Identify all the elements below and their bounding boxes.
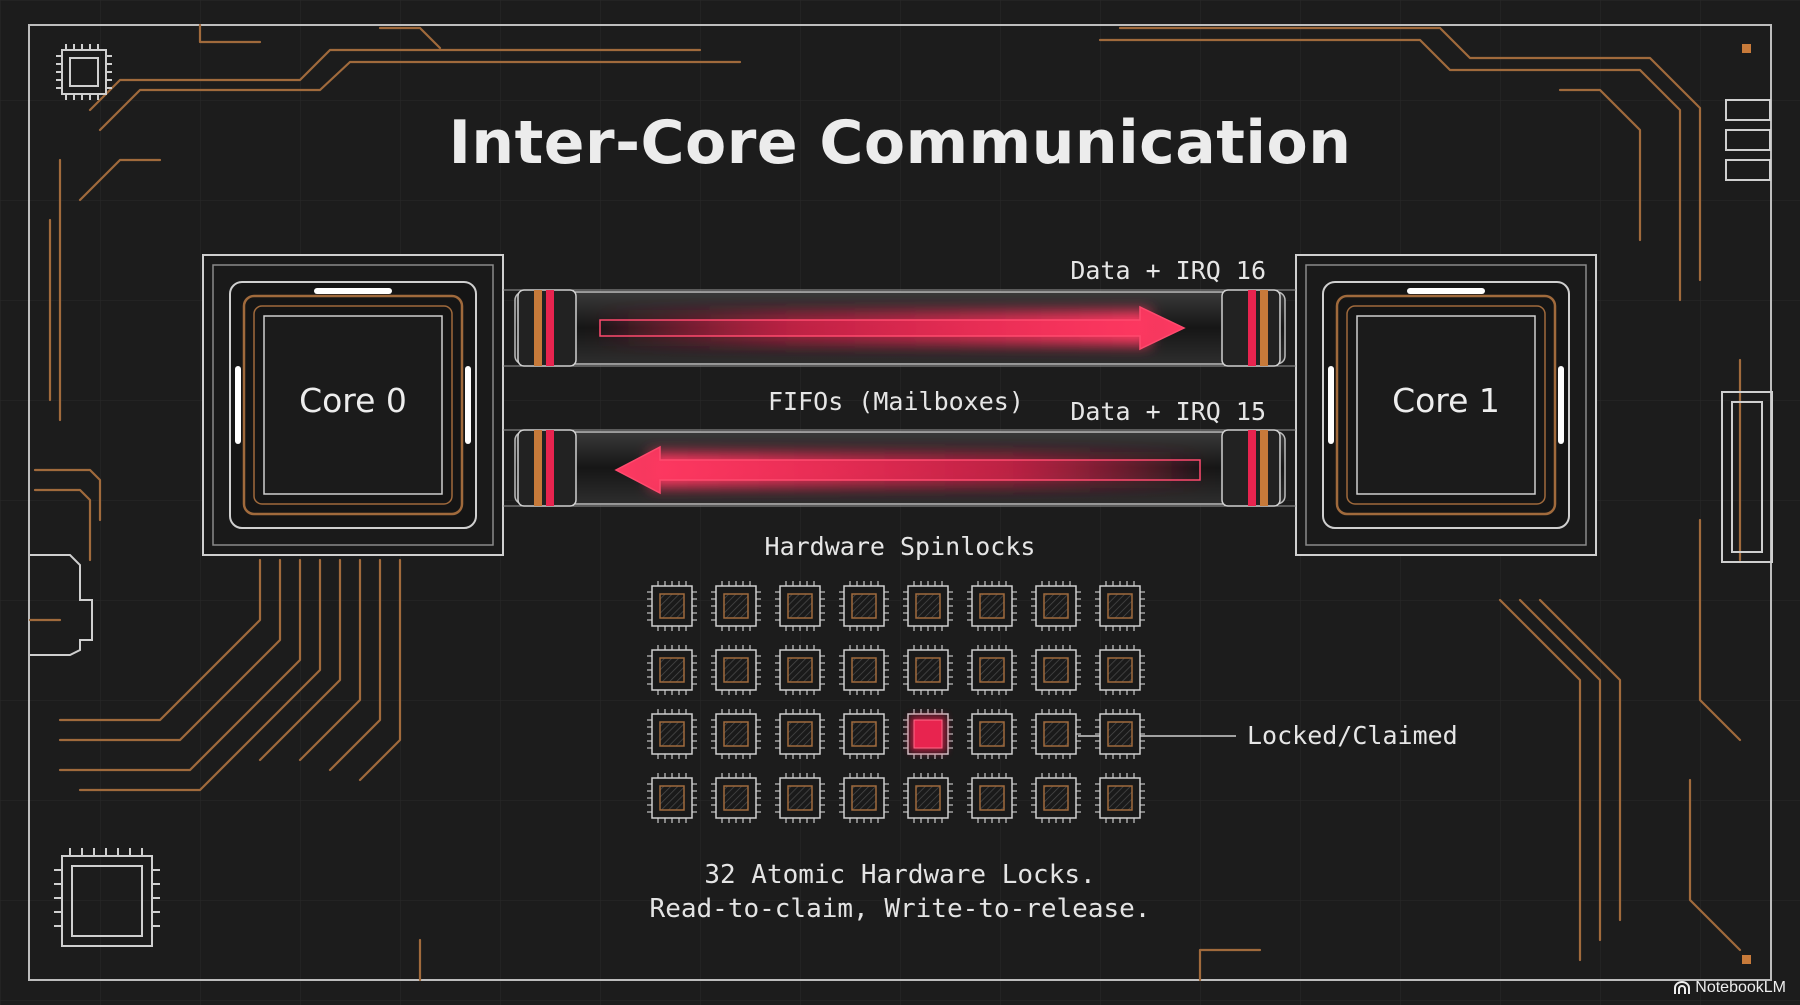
spinlocks-caption: 32 Atomic Hardware Locks. Read-to-claim,… [0, 858, 1800, 926]
bottom-channel-label: Data + IRQ 15 [1070, 397, 1266, 426]
spinlock-cell [1095, 581, 1145, 631]
spinlock-cell [1095, 709, 1145, 759]
spinlock-cell [775, 709, 825, 759]
corner-chip-bottom-left [54, 848, 160, 947]
spinlock-cell [903, 773, 953, 823]
spinlock-cell [839, 581, 889, 631]
notebooklm-logo-icon [1674, 981, 1691, 994]
caption-line-2: Read-to-claim, Write-to-release. [649, 894, 1151, 924]
spinlock-cell [839, 773, 889, 823]
spinlock-cell [775, 581, 825, 631]
locked-claimed-label: Locked/Claimed [1247, 721, 1458, 750]
spinlock-cell [647, 645, 697, 695]
core-1-module [1295, 254, 1597, 556]
spinlock-cell [775, 645, 825, 695]
brand-badge: NotebookLM [1674, 979, 1786, 997]
left-edge-connector [30, 554, 93, 656]
spinlock-cell [711, 709, 761, 759]
spinlock-cell [1031, 581, 1081, 631]
core-0-label: Core 0 [299, 381, 407, 420]
spinlock-cell [1095, 773, 1145, 823]
spinlock-cell [839, 645, 889, 695]
spinlock-cell [1031, 773, 1081, 823]
right-edge-connector [1721, 99, 1773, 563]
spinlock-cell [903, 645, 953, 695]
spinlock-cell [967, 645, 1017, 695]
core-0-module [202, 254, 504, 556]
spinlock-cell [647, 773, 697, 823]
spinlocks-heading: Hardware Spinlocks [764, 532, 1036, 561]
caption-line-1: 32 Atomic Hardware Locks. [704, 860, 1096, 890]
top-channel-label: Data + IRQ 16 [1070, 256, 1266, 285]
spinlock-cell [711, 773, 761, 823]
spinlock-cell [967, 709, 1017, 759]
spinlock-cell [711, 581, 761, 631]
spinlock-cell [711, 645, 761, 695]
arrow-core1-to-core0 [614, 445, 1210, 495]
corner-chip-top-left [56, 44, 112, 100]
spinlock-grid [647, 581, 1145, 823]
brand-label: NotebookLM [1695, 979, 1786, 996]
spinlock-cell [1031, 709, 1081, 759]
spinlock-cell [1095, 645, 1145, 695]
page-title: Inter-Core Communication [448, 108, 1352, 178]
arrow-core0-to-core1 [590, 305, 1186, 351]
spinlock-cell [1031, 645, 1081, 695]
spinlock-cell [967, 581, 1017, 631]
spinlock-cell [839, 709, 889, 759]
spinlock-cell [647, 709, 697, 759]
core-1-label: Core 1 [1392, 381, 1500, 420]
spinlock-cell-locked [903, 709, 953, 759]
fifo-label: FIFOs (Mailboxes) [768, 387, 1024, 416]
circuit-traces [28, 23, 1742, 982]
corner-marker-bottom-right [1742, 955, 1751, 964]
spinlock-cell [903, 581, 953, 631]
spinlock-cell [647, 581, 697, 631]
spinlock-cell [775, 773, 825, 823]
spinlock-cell [967, 773, 1017, 823]
corner-marker-top-right [1742, 44, 1751, 53]
